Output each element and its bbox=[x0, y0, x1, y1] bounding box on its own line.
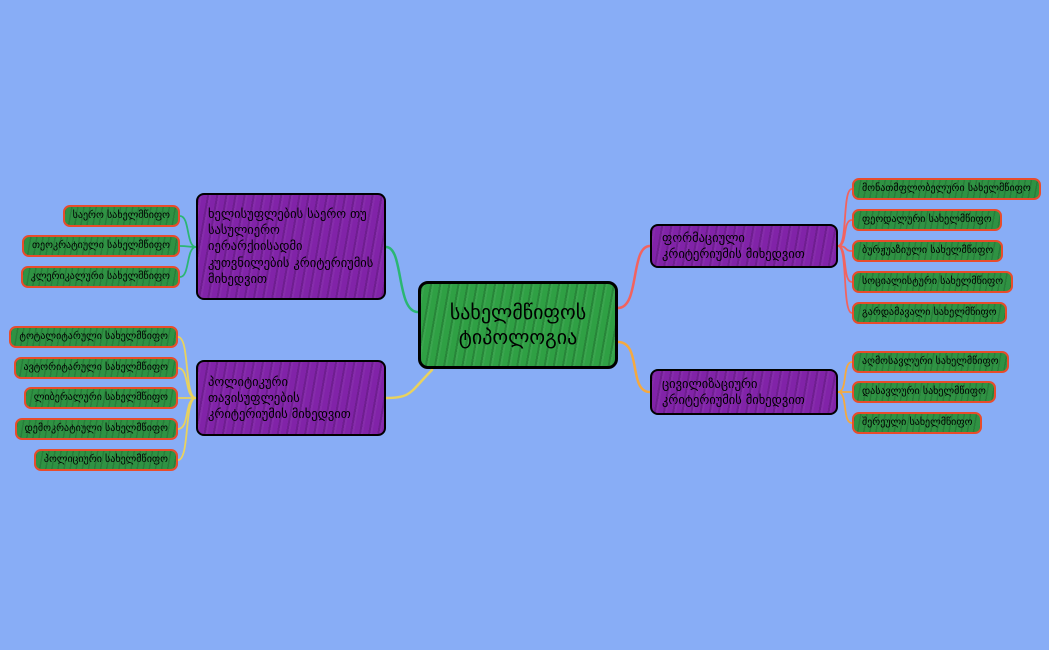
link-leaf bbox=[177, 397, 197, 430]
branch-label: ხელისუფლების საერო თუ სასულიერო იერარქიი… bbox=[208, 205, 374, 286]
leaf-node[interactable]: სოციალისტური სახელმწიფო bbox=[852, 271, 1014, 293]
central-topic-label: სახელმწიფოს ტიპოლოგია bbox=[449, 300, 587, 349]
central-topic[interactable]: სახელმწიფოს ტიპოლოგია bbox=[418, 281, 618, 369]
link-center-branch-br bbox=[616, 340, 652, 394]
branch-religious-hierarchy-criterion[interactable]: ხელისუფლების საერო თუ სასულიერო იერარქიი… bbox=[196, 193, 386, 300]
leaf-node[interactable]: პოლიციური სახელმწიფო bbox=[33, 449, 178, 471]
link-leaf bbox=[837, 245, 853, 314]
link-center-branch-tl bbox=[384, 245, 420, 314]
leaf-node[interactable]: დასავლური სახელმწიფო bbox=[852, 381, 996, 403]
leaf-node[interactable]: ბურჟუაზიული სახელმწიფო bbox=[852, 240, 1004, 262]
leaf-node[interactable]: საერო სახელმწიფო bbox=[62, 205, 180, 227]
leaf-node[interactable]: ტოტალიტარული სახელმწიფო bbox=[9, 326, 178, 348]
link-leaf bbox=[177, 336, 197, 399]
leaf-node[interactable]: შერეული სახელმწიფო bbox=[852, 412, 983, 434]
leaf-node[interactable]: გარდამავალი სახელმწიფო bbox=[852, 302, 1007, 324]
leaf-node[interactable]: ლიბერალური სახელმწიფო bbox=[23, 387, 178, 409]
link-leaf bbox=[179, 245, 197, 248]
link-center-branch-tr bbox=[616, 244, 652, 310]
link-leaf bbox=[179, 215, 197, 248]
link-leaf bbox=[837, 188, 853, 247]
link-leaf bbox=[837, 219, 853, 247]
branch-label: ფორმაციული კრიტერიუმის მიხედვით bbox=[662, 229, 805, 261]
link-leaf bbox=[837, 361, 853, 393]
leaf-node[interactable]: დემოკრატიული სახელმწიფო bbox=[14, 418, 178, 440]
leaf-node[interactable]: აღმოსავლური სახელმწიფო bbox=[852, 351, 1009, 373]
link-leaf bbox=[837, 245, 853, 252]
link-leaf bbox=[837, 391, 853, 424]
branch-civilization-criterion[interactable]: ცივილიზაციური კრიტერიუმის მიხედვით bbox=[650, 369, 838, 415]
branch-formation-criterion[interactable]: ფორმაციული კრიტერიუმის მიხედვით bbox=[650, 224, 838, 268]
branch-label: პოლიტიკური თავისუფლების კრიტერიუმის მიხე… bbox=[208, 373, 351, 422]
link-leaf bbox=[177, 397, 197, 461]
leaf-node[interactable]: თეოკრატიული სახელმწიფო bbox=[22, 235, 180, 257]
link-leaf bbox=[177, 367, 197, 399]
branch-label: ცივილიზაციური კრიტერიუმის მიხედვით bbox=[662, 375, 805, 407]
branch-political-freedom-criterion[interactable]: პოლიტიკური თავისუფლების კრიტერიუმის მიხე… bbox=[196, 360, 386, 436]
link-leaf bbox=[837, 245, 853, 283]
leaf-node[interactable]: ავტორიტარული სახელმწიფო bbox=[13, 357, 178, 379]
link-center-branch-bl bbox=[384, 368, 434, 400]
leaf-node[interactable]: მონათმფლობელური სახელმწიფო bbox=[852, 178, 1041, 200]
leaf-node[interactable]: კლერიკალური სახელმწიფო bbox=[20, 266, 180, 288]
leaf-node[interactable]: ფეოდალური სახელმწიფო bbox=[852, 209, 1002, 231]
link-leaf bbox=[179, 246, 197, 278]
